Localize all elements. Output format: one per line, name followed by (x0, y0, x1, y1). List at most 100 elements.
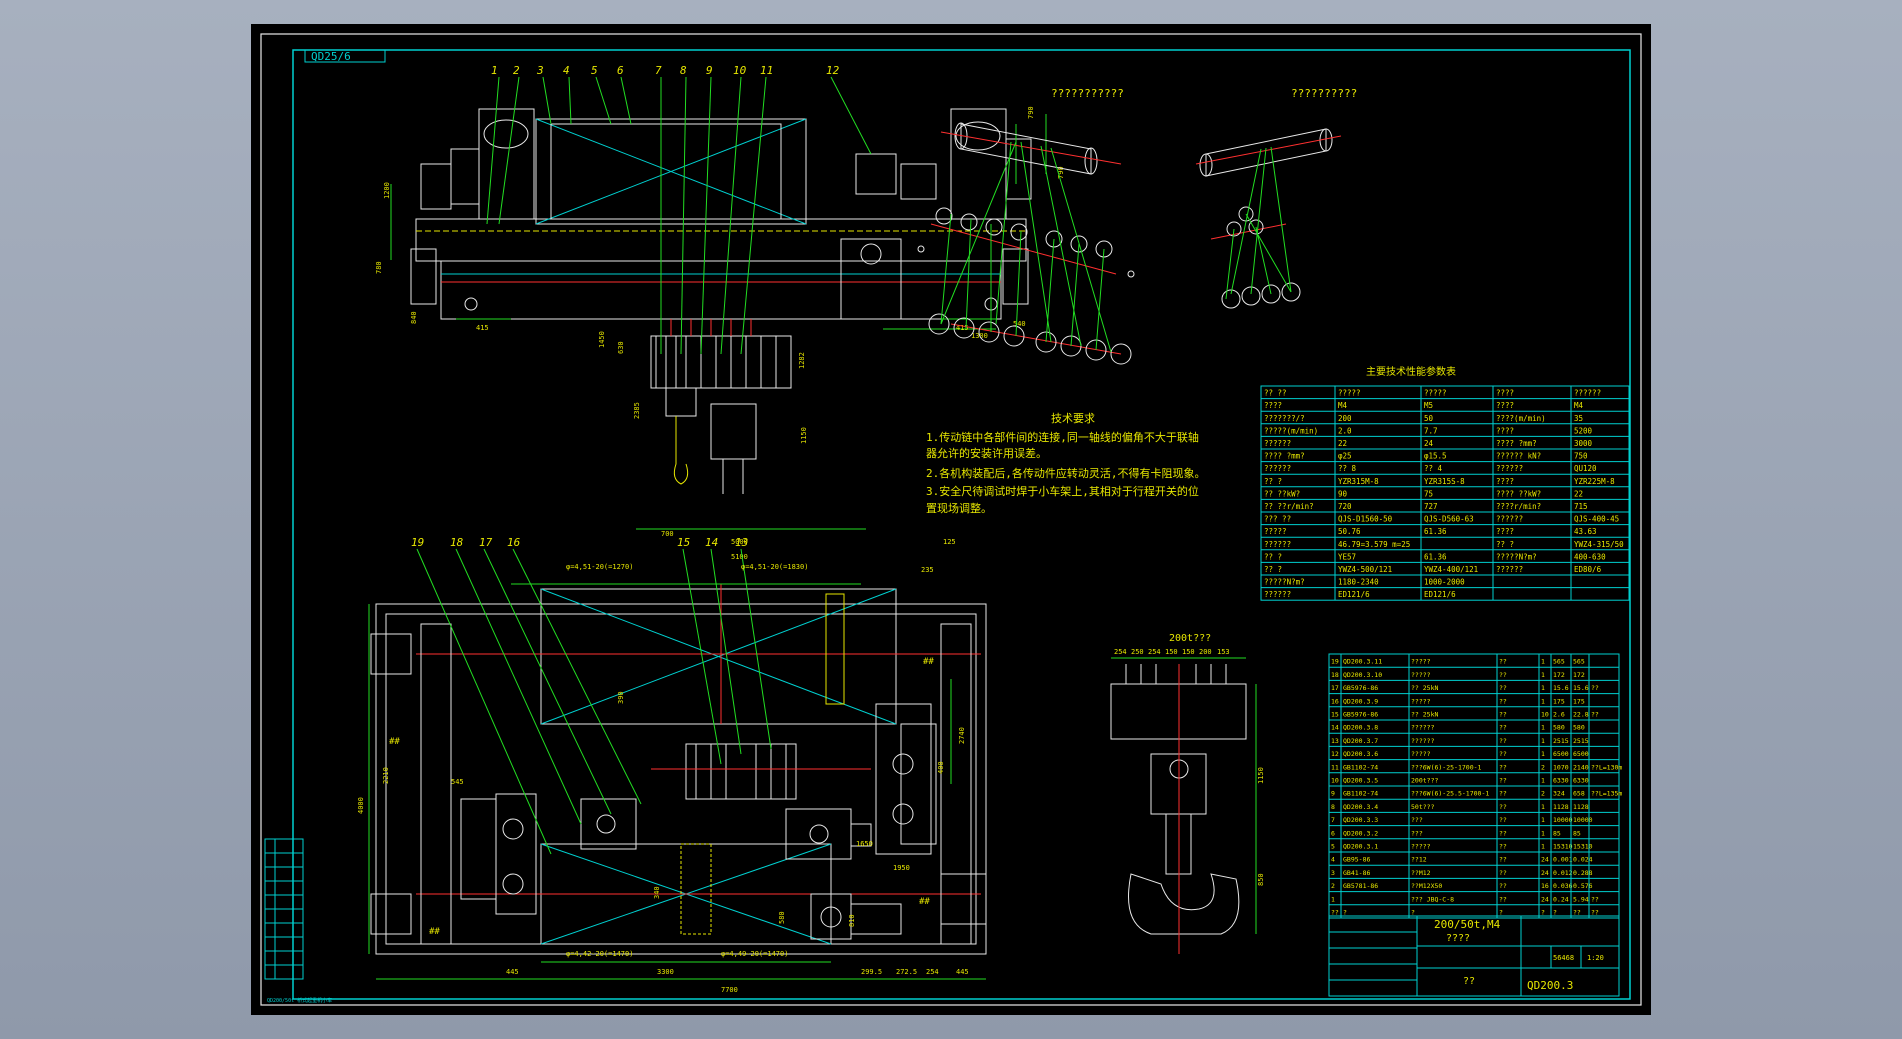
dim: 810 (848, 914, 856, 927)
param-cell: M4 (1574, 401, 1584, 410)
dim: 415 (476, 324, 489, 332)
bom-cell: ?????? (1411, 737, 1435, 745)
param-cell: ?????? (1264, 439, 1291, 448)
bom-cell: 16 (1541, 882, 1549, 890)
bom-header-cell: ? (1499, 909, 1503, 917)
part-number: 1 (491, 64, 498, 77)
param-cell: ????r/min? (1496, 502, 1541, 511)
bom-cell: 580 (1553, 724, 1565, 732)
bom-cell: 19 (1331, 658, 1339, 666)
bom-cell: ?? (1499, 803, 1507, 811)
part-number: 2 (513, 64, 520, 77)
bom-cell: QD200.3.6 (1343, 750, 1378, 758)
param-cell: QJS-D1560-50 (1338, 515, 1393, 524)
dim: 299.5 (861, 968, 882, 976)
dim: 254 (1114, 648, 1127, 656)
elevation-view (390, 76, 1047, 530)
dim: 790 (1057, 166, 1065, 179)
hatch-mark: ## (389, 737, 400, 747)
param-cell: ???? ?mm? (1264, 452, 1305, 461)
bom-cell: QD200.3.1 (1343, 843, 1378, 851)
bom-header-cell: ? (1411, 909, 1415, 917)
dim: 580 (778, 911, 786, 924)
param-cell: YWZ4-315/50 (1574, 540, 1624, 549)
param-cell: 7.7 (1424, 426, 1438, 435)
bom-cell: 2 (1541, 763, 1545, 771)
reeving-label: ?????????? (1291, 87, 1357, 100)
dim: 3300 (657, 968, 674, 976)
rope-label: φ=4,49-20(=1470) (721, 950, 788, 958)
bom-cell: 24 (1541, 869, 1549, 877)
param-cell: ?????? (1496, 565, 1523, 574)
bom-cell: 1 (1541, 697, 1545, 705)
param-cell: ?? ? (1264, 565, 1282, 574)
bom-cell: 0.036 (1553, 882, 1573, 890)
bom-cell: 1 (1541, 829, 1545, 837)
rope-label: φ=4,51-20(=1270) (566, 563, 633, 571)
param-cell: QJS-400-45 (1574, 515, 1619, 524)
bom-cell: 1070 (1553, 763, 1569, 771)
tech-line: 器允许的安装许用误差。 (926, 446, 1047, 460)
title-unit: ?? (1463, 976, 1475, 987)
bom-cell: GB5976-86 (1343, 684, 1378, 692)
dim: 850 (1257, 873, 1265, 886)
param-cell: 400-630 (1574, 552, 1606, 561)
param-cell: YZR315S-8 (1424, 477, 1465, 486)
bom-cell: 1 (1541, 724, 1545, 732)
param-table-title: 主要技术性能参数表 (1366, 365, 1456, 378)
bom-cell: 2 (1331, 882, 1335, 890)
tech-line: 2.各机构装配后,各传动件应转动灵活,不得有卡阻现象。 (926, 466, 1206, 480)
bom-cell: 85 (1573, 829, 1581, 837)
bom-cell: QD200.3.10 (1343, 671, 1382, 679)
bom-cell: 15 (1331, 711, 1339, 719)
param-cell: ?????N?m? (1496, 552, 1537, 561)
bom-cell: 2515 (1553, 737, 1569, 745)
part-number: 15 (677, 536, 690, 549)
dim: 2385 (633, 402, 641, 419)
bom-cell: 15.6 (1573, 684, 1589, 692)
bom-header-cell: ?? (1591, 909, 1599, 917)
reeving-diagram-left: ??????????? (917, 87, 1135, 365)
dim: 250 (1131, 648, 1144, 656)
bom-cell: 3 (1331, 869, 1335, 877)
bom-cell: ?? (1499, 684, 1507, 692)
bom-cell: QD200.3.5 (1343, 777, 1378, 785)
dim: 700 (661, 530, 674, 538)
param-cell: ???? (1264, 401, 1282, 410)
dim: 150 (1165, 648, 1178, 656)
bom-cell: 172 (1573, 671, 1585, 679)
dim: 272.5 (896, 968, 917, 976)
param-cell: YZR225M-8 (1574, 477, 1615, 486)
param-cell: 75 (1424, 489, 1433, 498)
title-weight: 56468 (1553, 954, 1574, 962)
bom-cell: 1128 (1573, 803, 1589, 811)
param-cell: ?????? (1496, 515, 1523, 524)
param-cell: 35 (1574, 414, 1583, 423)
part-numbers-bottom: 19 18 17 16 15 14 13 (411, 536, 748, 549)
bom-cell: ??L=130m (1591, 763, 1622, 771)
param-cell: 50 (1424, 414, 1434, 423)
bom-cell: 5 (1331, 843, 1335, 851)
rope-label: φ=4,51-20(=1830) (741, 563, 808, 571)
bom-header-cell: ? (1541, 909, 1545, 917)
bom-cell: 1 (1541, 737, 1545, 745)
corner-code-box (304, 49, 386, 63)
bom-cell: 1 (1331, 895, 1335, 903)
bottom-left-strip: QD200/50t 桥式起重机小车 (267, 997, 332, 1004)
bom-cell: 11 (1331, 763, 1339, 771)
dim: 340 (653, 886, 661, 899)
bom-cell: 0.576 (1573, 882, 1593, 890)
param-cell: ?????(m/min) (1264, 426, 1318, 435)
bom-cell: ?? (1591, 684, 1599, 692)
bom-cell: ??M12X50 (1411, 882, 1442, 890)
bom-cell: 1 (1541, 803, 1545, 811)
bom-cell: QD200.3.7 (1343, 737, 1378, 745)
param-cell: 750 (1574, 452, 1588, 461)
bom-cell: 200t??? (1411, 777, 1438, 785)
bom-cell: 1 (1541, 816, 1545, 824)
dims-hook: 254 250 254 150 150 200 153 1150 850 (1114, 648, 1265, 886)
param-cell: M5 (1424, 401, 1433, 410)
dim: 254 (1148, 648, 1161, 656)
param-header-cell: ????? (1338, 389, 1361, 398)
param-cell: 22 (1574, 489, 1583, 498)
